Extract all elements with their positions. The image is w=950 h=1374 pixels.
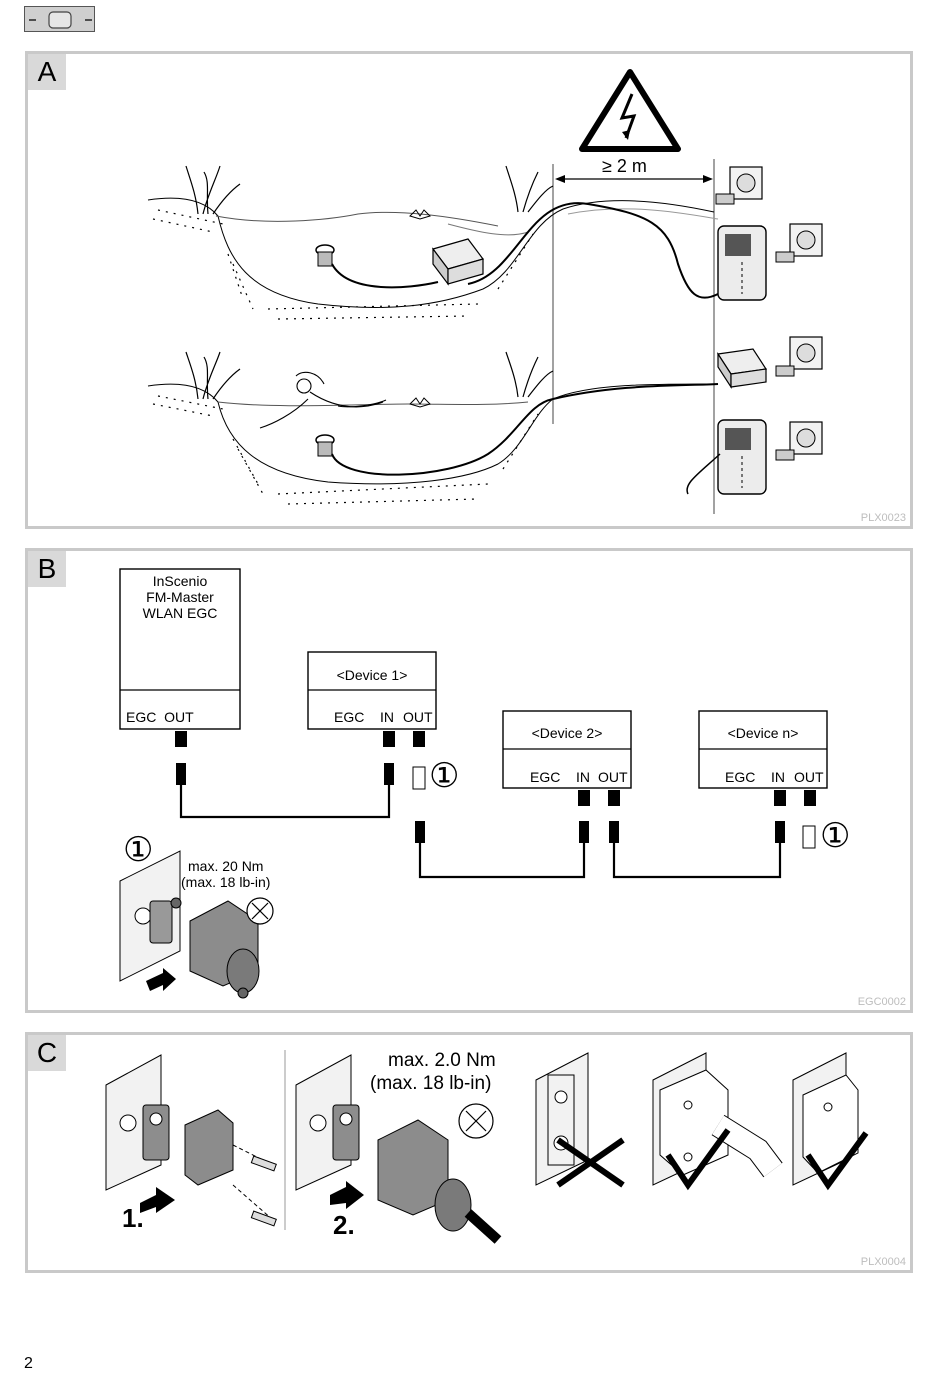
panel-c-letter: C (28, 1035, 66, 1071)
device-n-in-label: IN (771, 769, 785, 785)
device-n-egc-label: EGC (725, 769, 756, 785)
master-title-line-2: FM-Master (146, 589, 214, 605)
image-code: PLX0023 (860, 512, 906, 524)
device-1-egc-label: EGC (334, 709, 365, 725)
cross-mark-icon (556, 1137, 625, 1188)
junction-box-icon (431, 238, 485, 286)
device-2-title: <Device 2> (531, 725, 603, 741)
master-port-labels: EGC OUT (126, 709, 194, 725)
cable-plug-icon (176, 763, 785, 843)
image-code: EGC0002 (857, 996, 906, 1008)
connector-socket-icon (175, 731, 816, 806)
device-2-out-label: OUT (598, 769, 628, 785)
callout-1-marker: ① (429, 757, 460, 795)
torque-line-1: max. 2.0 Nm (388, 1050, 496, 1071)
torque-line-2: (max. 18 lb-in) (181, 874, 271, 890)
device-n-out-label: OUT (794, 769, 824, 785)
incorrect-installation-illustration (535, 1052, 625, 1188)
header-device-icon (24, 6, 95, 32)
panel-b: B (25, 548, 913, 1013)
pond-spotlight-icon (315, 244, 335, 267)
device-1-out-label: OUT (403, 709, 433, 725)
torque-line-2: (max. 18 lb-in) (370, 1073, 492, 1094)
terminator-mounting-illustration (119, 850, 260, 999)
screw-symbol-icon (458, 1103, 494, 1139)
wiring-diagram (119, 568, 828, 999)
panel-a-letter: A (28, 54, 66, 90)
device-1-title: <Device 1> (336, 667, 408, 683)
device-2-in-label: IN (576, 769, 590, 785)
reed-plant-icon (185, 165, 554, 215)
wall-socket-icon (775, 336, 823, 377)
device-2-egc-label: EGC (530, 769, 561, 785)
device-n-title: <Device n> (727, 725, 799, 741)
terminator-steps-illustration (105, 1050, 869, 1244)
image-code: PLX0004 (860, 1256, 906, 1268)
correct-installation-cable-illustration (652, 1052, 783, 1191)
distance-label: ≥ 2 m (602, 156, 647, 176)
pond-installation-illustration (147, 69, 823, 514)
panel-b-letter: B (28, 551, 66, 587)
power-supply-icon (717, 419, 767, 495)
callout-1-marker: ① (123, 831, 154, 869)
pond-spotlight-icon (315, 434, 335, 457)
check-mark-icon (665, 1128, 731, 1191)
swimmer-icon (259, 371, 387, 429)
page-number: 2 (24, 1355, 33, 1372)
check-mark-icon (805, 1131, 869, 1191)
power-supply-icon (717, 225, 767, 301)
junction-box-icon (716, 348, 768, 390)
reed-plant-icon (185, 351, 554, 400)
device-1-in-label: IN (380, 709, 394, 725)
panel-c: C (25, 1032, 913, 1273)
electric-hazard-icon (579, 69, 681, 152)
wall-socket-icon (775, 421, 823, 461)
step-1-label: 1. (122, 1203, 144, 1233)
screw-symbol-icon (246, 897, 274, 925)
wall-socket-icon (715, 166, 763, 205)
torque-line-1: max. 20 Nm (188, 858, 264, 874)
wall-socket-icon (775, 223, 823, 263)
step-2-fasten-cover-illustration (295, 1054, 502, 1244)
master-title-line-1: InScenio (152, 573, 208, 589)
terminator-plug-icon (412, 766, 816, 849)
master-title-line-3: WLAN EGC (142, 605, 218, 621)
step-1-remove-cover-illustration (105, 1054, 277, 1227)
callout-1-marker: ① (820, 817, 851, 855)
step-2-label: 2. (333, 1210, 355, 1240)
correct-installation-cover-illustration (792, 1052, 869, 1191)
panel-a: A (25, 51, 913, 529)
